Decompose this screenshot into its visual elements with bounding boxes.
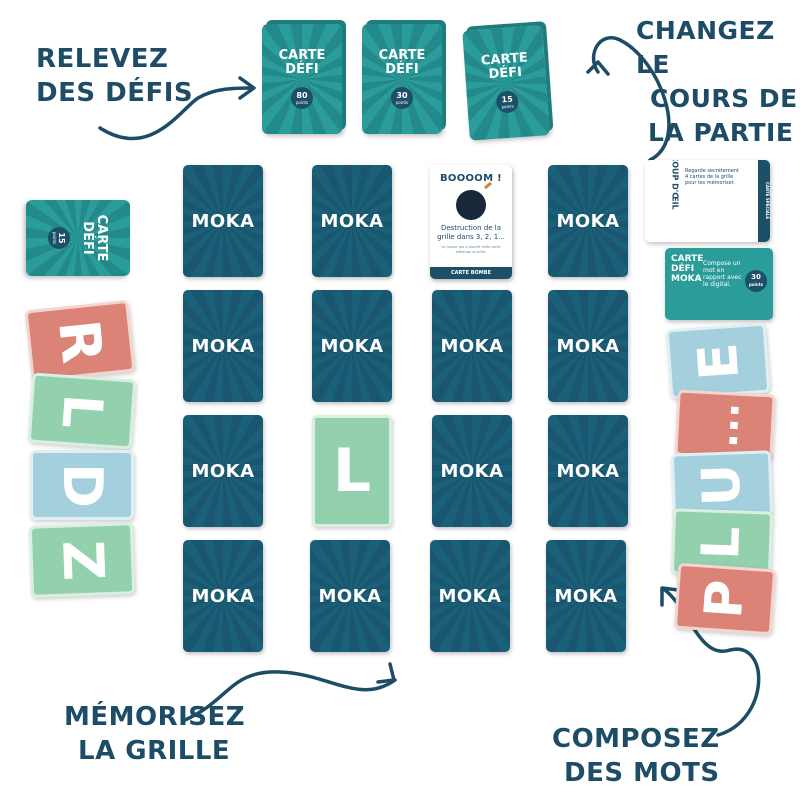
points-unit: points (501, 103, 514, 109)
heading-line: DES DÉFIS (36, 78, 194, 108)
points-value: 30 (751, 273, 761, 281)
moka-card[interactable]: MOKA (432, 415, 512, 527)
letter-value: R (45, 316, 115, 366)
points-unit: points (395, 99, 409, 105)
letter-card-l[interactable]: L (27, 372, 137, 450)
moka-label: MOKA (191, 210, 255, 232)
heading-relevez: RELEVEZ DES DÉFIS (36, 42, 193, 110)
moka-label: MOKA (438, 585, 502, 607)
moka-label: MOKA (556, 335, 620, 357)
coup-doeil-card[interactable]: COUP D'ŒIL Regarde secrètement 4 cartes … (645, 160, 770, 242)
letter-value: L (332, 436, 372, 506)
heading-line: COURS DE (650, 84, 798, 113)
heading-line: RELEVEZ (36, 44, 169, 74)
bomb-icon (456, 190, 486, 220)
bomb-card[interactable]: BOOOOM ! Destruction de la grille dans 3… (430, 165, 512, 279)
bomb-text: Destruction de la grille dans 3, 2, 1... (437, 224, 505, 241)
moka-card[interactable]: MOKA (430, 540, 510, 652)
moka-card[interactable]: MOKA (183, 165, 263, 277)
heading-line: COMPOSEZ (552, 724, 720, 754)
heading-line: MÉMORISEZ (64, 702, 246, 732)
moka-card[interactable]: MOKA (312, 165, 392, 277)
bomb-footer: CARTE BOMBE (430, 267, 512, 279)
moka-card[interactable]: MOKA (432, 290, 512, 402)
letter-card-p[interactable]: P (673, 562, 777, 636)
dmoka-title: CARTE DÉFI MOKA (671, 254, 704, 284)
letter-card-l-grid[interactable]: L (312, 415, 392, 527)
letter-value: U (691, 462, 753, 508)
letter-value: E (685, 340, 751, 382)
defi-title: CARTE DÉFI (278, 48, 326, 77)
moka-card[interactable]: MOKA (183, 415, 263, 527)
points-unit: points (295, 99, 309, 105)
moka-label: MOKA (556, 210, 620, 232)
letter-card-z[interactable]: Z (28, 522, 136, 598)
points-value: 80 (296, 90, 308, 100)
moka-label: MOKA (556, 460, 620, 482)
heading-line: LA GRILLE (78, 736, 231, 766)
letter-value: L (691, 525, 753, 561)
coup-footer: CARTE SPÉCIALE (758, 160, 770, 242)
moka-card[interactable]: MOKA (312, 290, 392, 402)
moka-label: MOKA (318, 585, 382, 607)
heading-line: DES MOTS (564, 758, 720, 788)
defi-title: CARTE DÉFI (480, 50, 529, 83)
heading-line: CHANGEZ LE (636, 16, 775, 79)
dmoka-text: Compose un mot en rapport avec le digita… (703, 260, 742, 288)
moka-card[interactable]: MOKA (183, 290, 263, 402)
moka-label: MOKA (440, 460, 504, 482)
defi-moka-card[interactable]: CARTE DÉFI MOKA Compose un mot en rappor… (665, 248, 773, 320)
points-value: 15 (57, 232, 67, 244)
moka-label: MOKA (191, 585, 255, 607)
letter-value: ... (700, 401, 750, 449)
bomb-small-text: Le joueur qui a pioché cette carte mélan… (441, 245, 501, 254)
moka-card[interactable]: MOKA (310, 540, 390, 652)
heading-line: LA PARTIE (648, 118, 794, 147)
letter-card-e[interactable]: E (665, 322, 771, 400)
points-value: 30 (396, 90, 408, 100)
moka-label: MOKA (554, 585, 618, 607)
points-unit: points (748, 282, 764, 287)
moka-card[interactable]: MOKA (548, 165, 628, 277)
letter-card-d[interactable]: D (30, 450, 134, 520)
letter-value: L (49, 391, 115, 431)
points-unit: points (52, 231, 58, 245)
moka-card[interactable]: MOKA (548, 290, 628, 402)
heading-changez: CHANGEZ LE COURS DE LA PARTIE (636, 14, 800, 150)
moka-label: MOKA (320, 335, 384, 357)
letter-value: D (50, 462, 114, 508)
letter-value: Z (48, 538, 116, 582)
defi-title: CARTE DÉFI (80, 214, 109, 262)
moka-label: MOKA (191, 335, 255, 357)
moka-label: MOKA (320, 210, 384, 232)
heading-memorisez: MÉMORISEZ LA GRILLE (64, 700, 245, 768)
bomb-title: BOOOOM ! (439, 173, 503, 184)
letter-value: P (693, 577, 757, 621)
coup-title: COUP D'ŒIL (670, 160, 680, 210)
moka-label: MOKA (440, 335, 504, 357)
defi-title: CARTE DÉFI (378, 48, 426, 77)
letter-card-r[interactable]: R (24, 299, 136, 383)
moka-label: MOKA (191, 460, 255, 482)
coup-text: Regarde secrètement 4 cartes de la grill… (685, 168, 739, 186)
moka-card[interactable]: MOKA (546, 540, 626, 652)
heading-composez: COMPOSEZ DES MOTS (552, 722, 720, 790)
moka-card[interactable]: MOKA (548, 415, 628, 527)
moka-card[interactable]: MOKA (183, 540, 263, 652)
